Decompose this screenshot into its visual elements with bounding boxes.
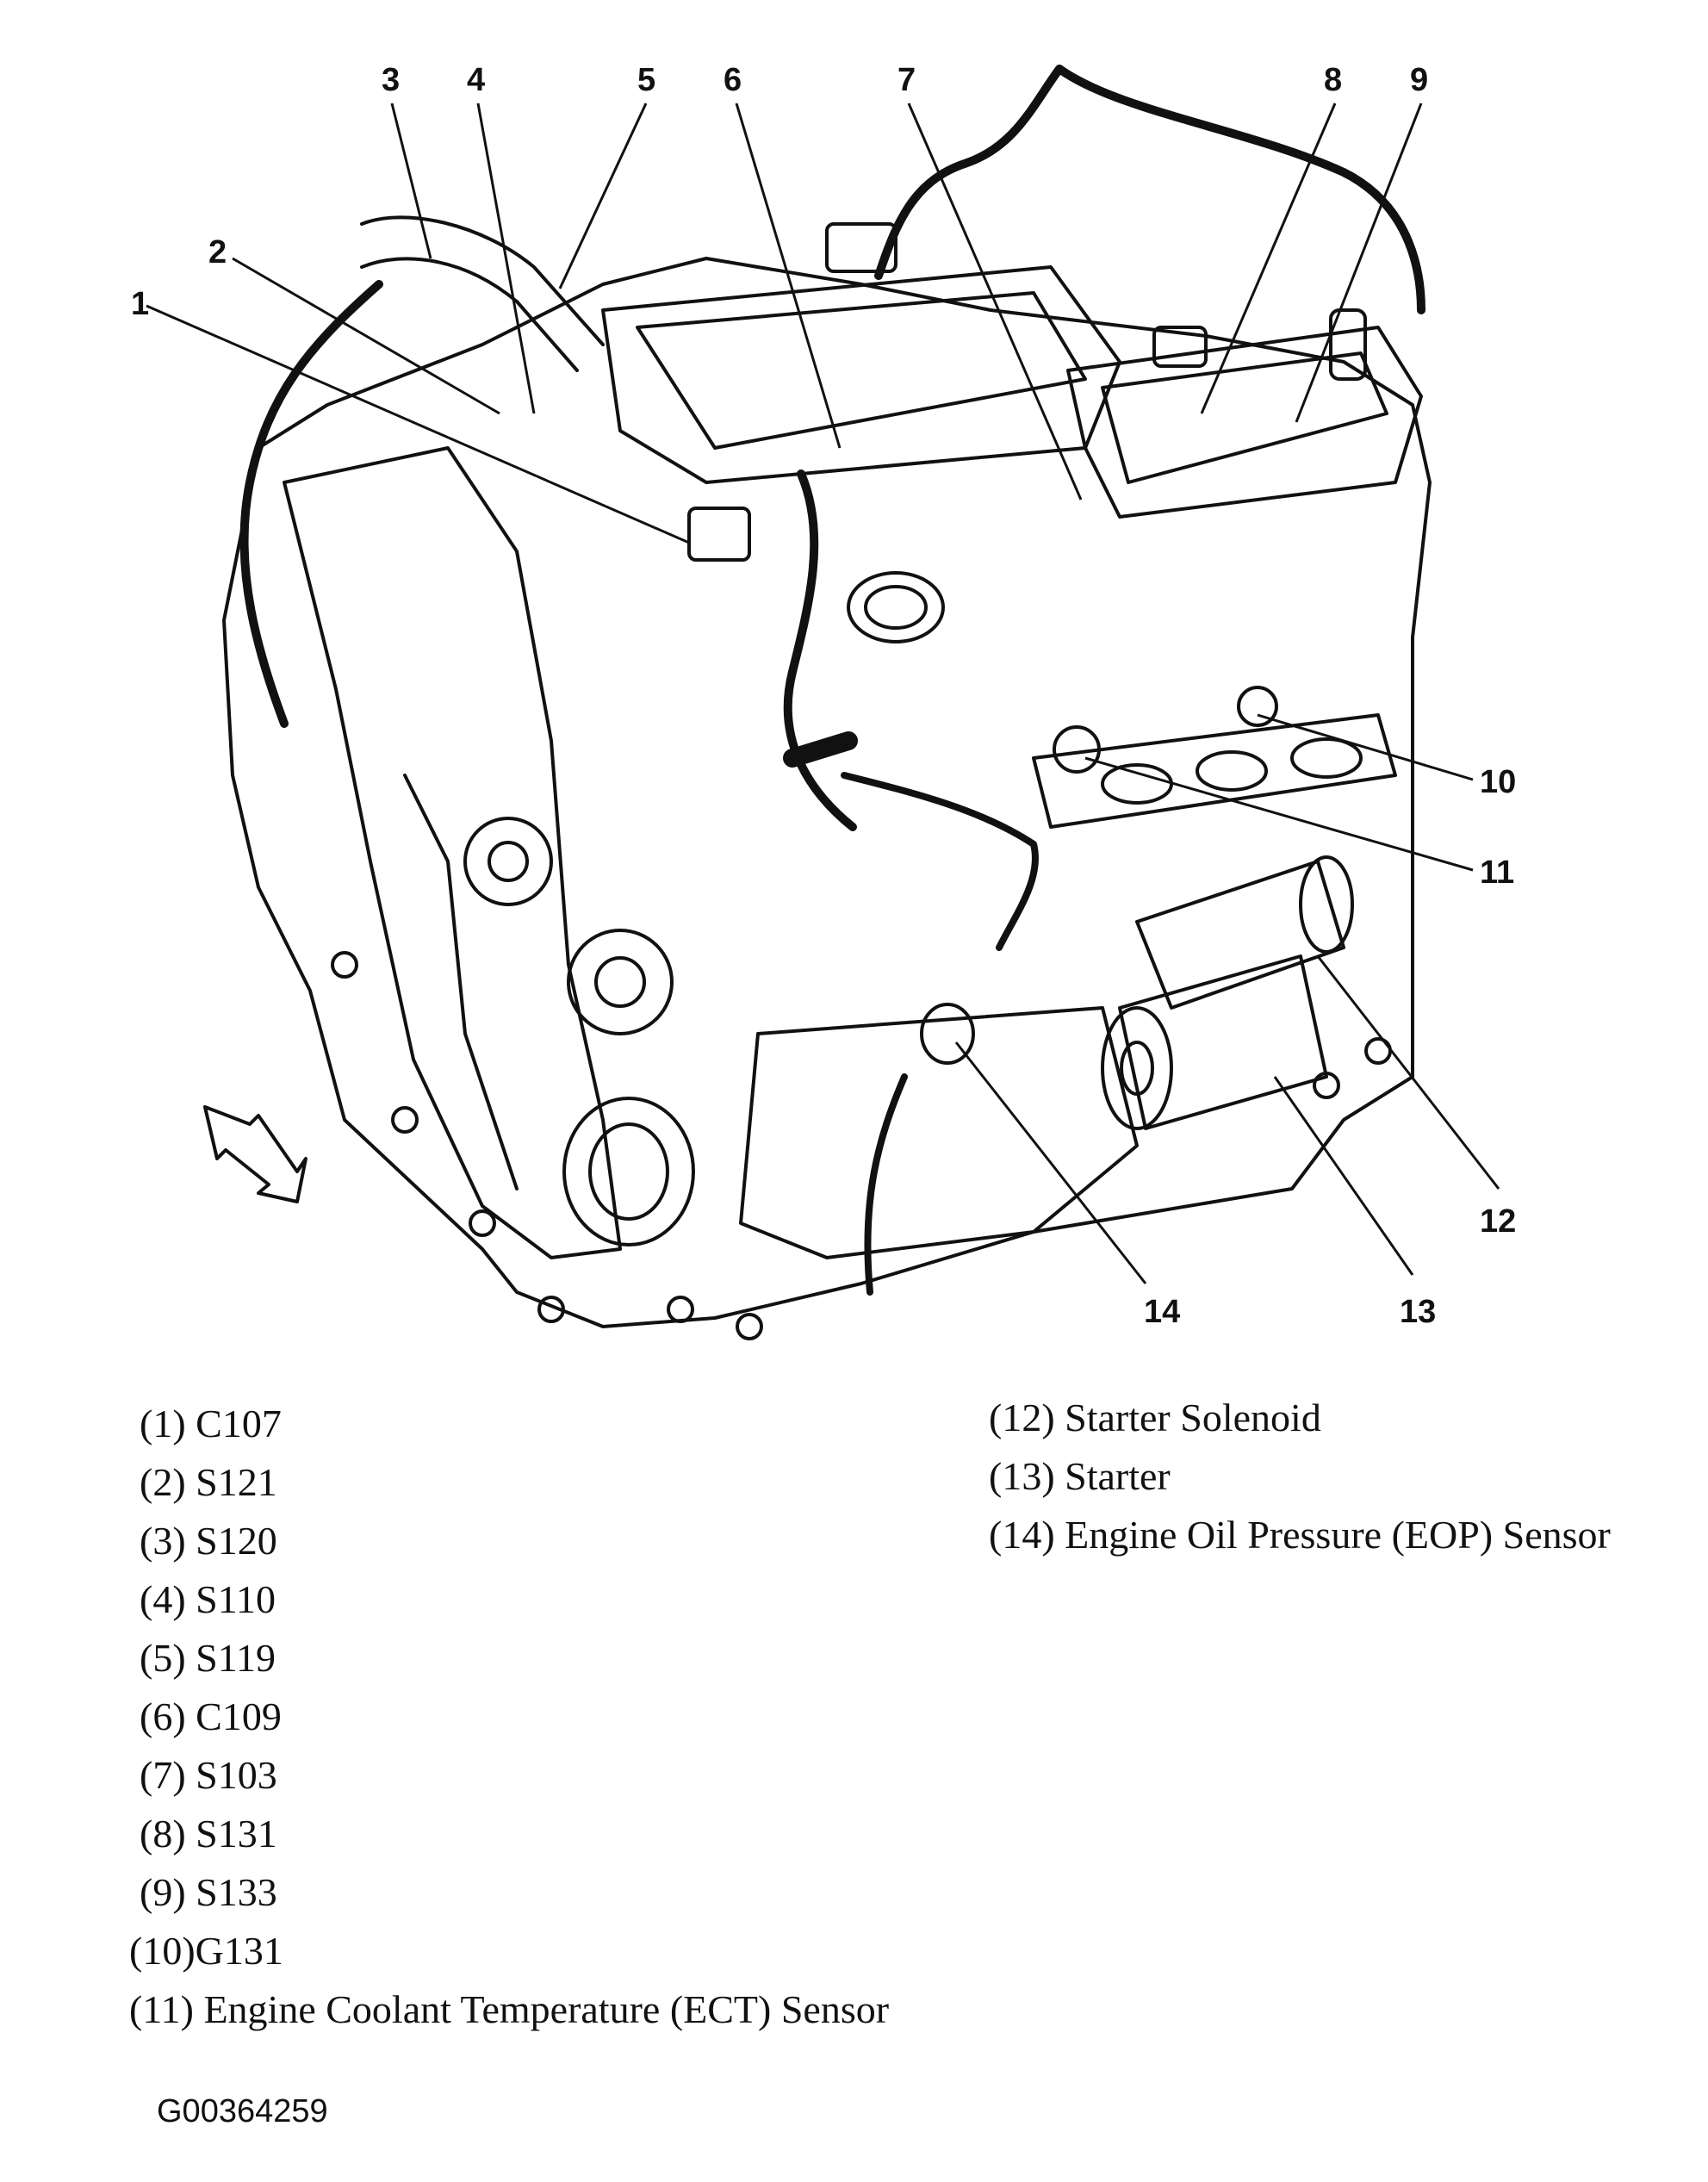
callout-leader-lines [146, 103, 1500, 1284]
callout-13: 13 [1400, 1294, 1436, 1330]
legend-item-3: (3) S120 [140, 1519, 277, 1563]
legend-item-12: (12) Starter Solenoid [989, 1396, 1321, 1439]
callout-14: 14 [1144, 1294, 1180, 1330]
callout-10: 10 [1480, 764, 1516, 800]
legend-item-8: (8) S131 [140, 1812, 277, 1856]
legend-item-14: (14) Engine Oil Pressure (EOP) Sensor [989, 1513, 1611, 1557]
engine-illustration [222, 65, 1432, 1340]
callout-2: 2 [208, 234, 227, 270]
legend-item-6: (6) C109 [140, 1694, 282, 1738]
callout-9: 9 [1410, 62, 1428, 98]
legend-item-9: (9) S133 [140, 1870, 277, 1914]
callout-5: 5 [637, 62, 655, 98]
callout-3: 3 [382, 62, 400, 98]
legend-item-4: (4) S110 [140, 1577, 276, 1621]
legend-item-10: (10)G131 [129, 1929, 283, 1973]
legend-item-2: (2) S121 [140, 1460, 277, 1504]
callout-7: 7 [897, 62, 916, 98]
legend-item-13: (13) Starter [989, 1454, 1171, 1498]
callout-4: 4 [467, 62, 485, 98]
legend-item-7: (7) S103 [140, 1753, 277, 1797]
figure-id: G00364259 [157, 2093, 328, 2129]
callout-12: 12 [1480, 1203, 1516, 1240]
callout-8: 8 [1324, 62, 1342, 98]
legend-item-5: (5) S119 [140, 1636, 276, 1680]
callout-6: 6 [724, 62, 742, 98]
legend-item-11: (11) Engine Coolant Temperature (ECT) Se… [129, 1987, 890, 2031]
legend-item-1: (1) C107 [140, 1402, 282, 1445]
engine-component-locator-diagram: 1 2 3 4 5 6 7 8 9 10 11 12 13 14 [131, 62, 1516, 1340]
front-direction-arrow-icon [203, 1105, 307, 1203]
callout-1: 1 [131, 286, 149, 322]
callout-11: 11 [1480, 855, 1514, 891]
